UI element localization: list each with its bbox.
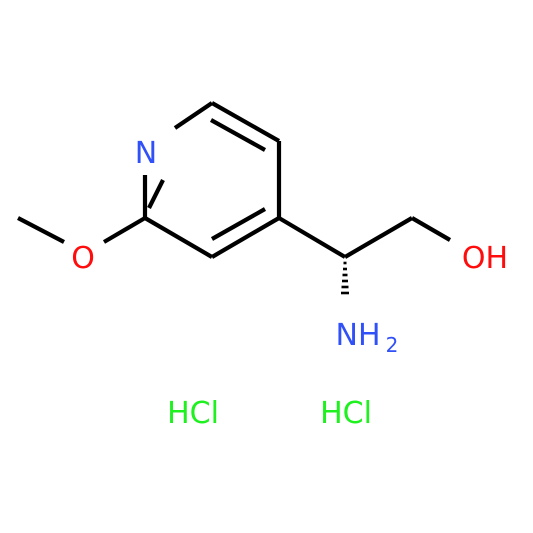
bond-n-c2 [147,179,165,209]
bond-o-ch3 [17,216,65,244]
bond-cbeta-oh [410,216,452,242]
methoxy-oxygen-label: O [71,241,95,276]
bond-c4-calpha [277,216,347,259]
bond-c6-c5 [210,101,281,143]
amino-label: NH [336,318,381,353]
bond-c2-o [102,216,147,244]
hydroxyl-label: OH [462,241,508,276]
stereo-hash-wedge [341,261,349,295]
hcl-salt-2: HCl [320,396,372,431]
bond-c6-c5-inner [209,118,267,152]
hcl-salt-1: HCl [167,396,219,431]
bond-c4-c3-inner [210,207,267,241]
bond-calpha-cbeta [343,216,414,259]
amino-subscript: 2 [386,333,399,357]
bond-n-c6 [173,101,214,130]
bond-c4-c3 [210,216,281,259]
bond-c3-c2 [143,216,214,259]
ring-nitrogen-label: N [135,136,157,171]
